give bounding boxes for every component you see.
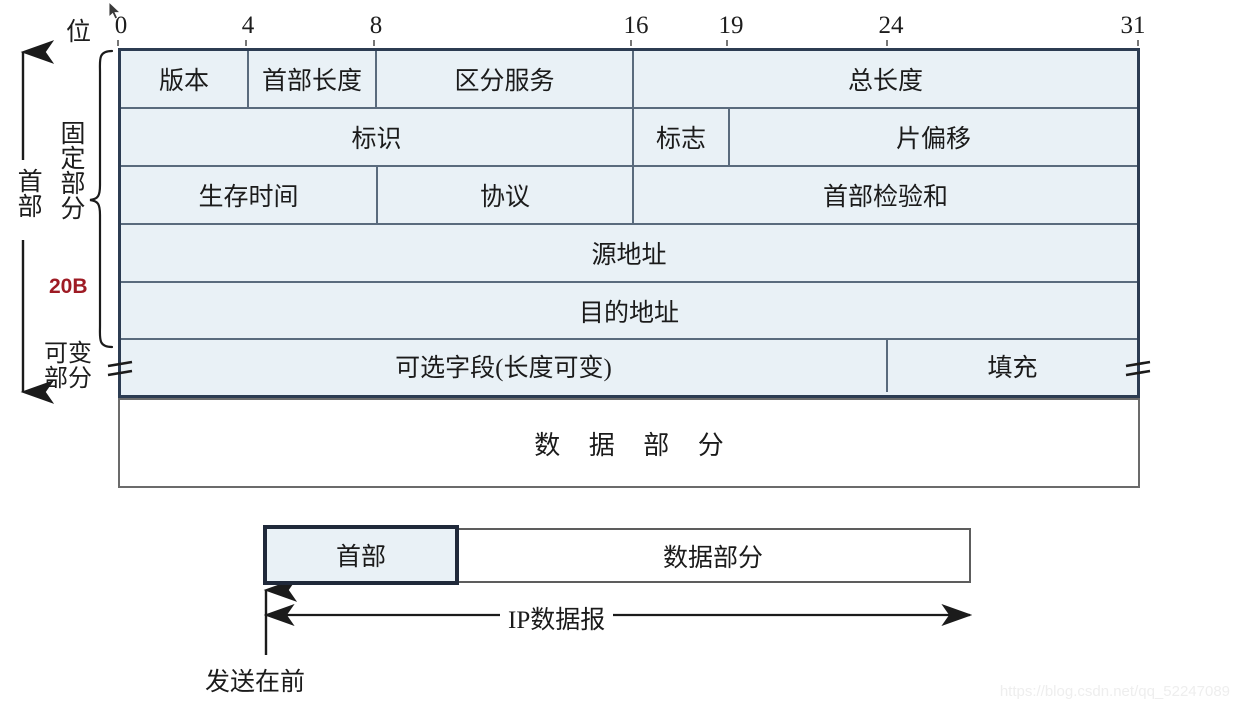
ip-header-table: 版本 首部长度 区分服务 总长度 标识 标志 片偏移 生存时间 协议 首部检验和… [118, 48, 1140, 398]
field-destination-address[interactable]: 目的地址 [121, 283, 1137, 338]
header-row-1: 版本 首部长度 区分服务 总长度 [121, 51, 1137, 109]
variable-part-label: 可变 部分 [38, 341, 98, 393]
field-options[interactable]: 可选字段(长度可变) [121, 340, 888, 392]
send-first-label: 发送在前 [205, 669, 306, 696]
field-protocol[interactable]: 协议 [378, 167, 634, 223]
field-total-length[interactable]: 总长度 [634, 51, 1137, 107]
datagram-data-box[interactable]: 数据部分 [455, 528, 971, 583]
watermark: https://blog.csdn.net/qq_52247089 [999, 683, 1230, 700]
header-row-5: 目的地址 [121, 283, 1137, 340]
field-flags[interactable]: 标志 [634, 109, 730, 165]
field-source-address[interactable]: 源地址 [121, 225, 1137, 281]
bit-tick-19: 19 [718, 12, 744, 39]
field-dscp[interactable]: 区分服务 [377, 51, 634, 107]
bit-tick-31: 31 [1120, 12, 1146, 39]
fixed-size-label: 20B [49, 275, 88, 298]
bit-tick-24: 24 [878, 12, 904, 39]
fixed-part-label: 固定部分 [48, 120, 92, 220]
field-ttl[interactable]: 生存时间 [121, 167, 378, 223]
bit-tick-16: 16 [623, 12, 649, 39]
field-fragment-offset[interactable]: 片偏移 [730, 109, 1137, 165]
data-part-box[interactable]: 数 据 部 分 [118, 398, 1140, 488]
fixed-part-brace [89, 49, 114, 349]
field-header-length[interactable]: 首部长度 [249, 51, 377, 107]
header-row-6: 可选字段(长度可变) 填充 [121, 340, 1137, 392]
header-span-label-char1: 首部 [14, 168, 42, 218]
fixed-part-label-text: 固定部分 [57, 120, 84, 220]
bit-tick-0: 0 [114, 12, 128, 39]
field-identification[interactable]: 标识 [121, 109, 634, 165]
field-version[interactable]: 版本 [121, 51, 249, 107]
variable-part-label-line1: 可变 [44, 341, 92, 367]
field-header-checksum[interactable]: 首部检验和 [634, 167, 1137, 223]
variable-part-label-line2: 部分 [44, 366, 92, 393]
header-row-3: 生存时间 协议 首部检验和 [121, 167, 1137, 225]
bit-tick-4: 4 [241, 12, 255, 39]
bit-axis-label: 位 [66, 19, 92, 46]
header-span-label: 首部 [6, 168, 48, 218]
bit-tick-8: 8 [369, 12, 383, 39]
datagram-span-label: IP数据报 [500, 600, 614, 636]
datagram-header-box[interactable]: 首部 [263, 525, 459, 585]
header-row-2: 标识 标志 片偏移 [121, 109, 1137, 167]
header-row-4: 源地址 [121, 225, 1137, 283]
ruler-ticks [117, 40, 1139, 46]
field-padding[interactable]: 填充 [888, 340, 1137, 392]
